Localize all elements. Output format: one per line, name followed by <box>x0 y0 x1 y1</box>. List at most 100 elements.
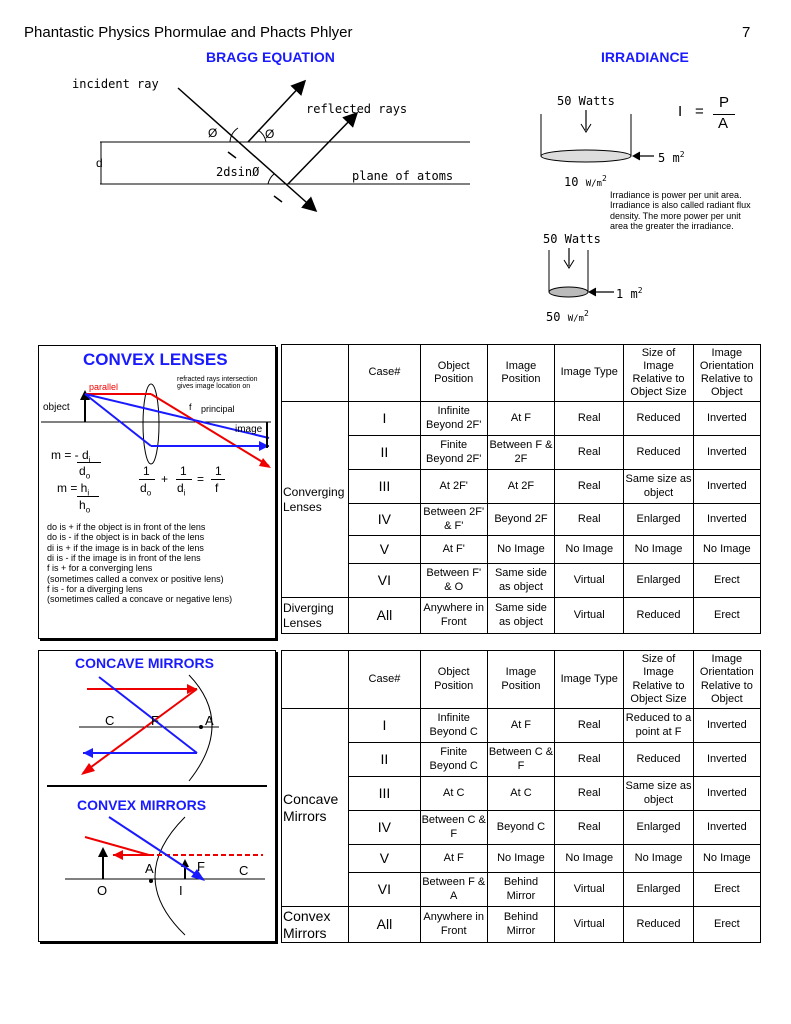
point-C: C <box>105 713 114 728</box>
case-cell: II <box>348 742 421 777</box>
table-row: IV Between C & F Beyond C Real Enlarged … <box>282 810 762 845</box>
formula-I: I <box>678 103 683 120</box>
table-cell: Beyond C <box>486 810 556 845</box>
mirrors-panel: CONCAVE MIRRORS C F A CONVEX MIRRORS O I… <box>38 650 276 942</box>
table-cell: No Image <box>486 844 556 873</box>
group-label: Diverging Lenses <box>280 597 350 634</box>
table-cell: Reduced <box>623 906 694 943</box>
note-line: f is - for a diverging lens <box>47 584 143 595</box>
cylinder-small <box>548 248 614 298</box>
plane-label: plane of atoms <box>352 169 453 183</box>
table-cell: Inverted <box>692 401 762 436</box>
table-cell: Real <box>554 810 625 845</box>
convex-lenses-panel: CONVEX LENSES parallel object f principa… <box>38 345 276 639</box>
table-cell: At F <box>486 401 556 436</box>
case-cell: V <box>348 844 421 873</box>
table-row: V At F No Image No Image No Image No Ima… <box>282 844 762 873</box>
table-cell: Inverted <box>692 810 762 845</box>
table-row: II Finite Beyond C Between C & F Real Re… <box>282 742 762 777</box>
f-label: f <box>189 402 192 412</box>
lens-table: Case# Object Position Image Position Ima… <box>280 344 762 634</box>
table-cell: Reduced <box>623 742 694 777</box>
table-row: Concave Mirrors I Infinite Beyond C At F… <box>280 708 762 907</box>
formula-A: A <box>718 115 729 132</box>
table-row: III At 2F' At 2F Real Same size as objec… <box>282 469 762 504</box>
bragg-diagram: incident ray reflected rays plane of ato… <box>72 77 470 212</box>
table-cell: Anywhere in Front <box>419 597 488 634</box>
point-C-convex: C <box>239 863 248 878</box>
table-cell: Reduced <box>623 401 694 436</box>
incident-label: incident ray <box>72 77 159 91</box>
page-header-title: Phantastic Physics Phormulae and Phacts … <box>24 24 353 41</box>
table-cell: Infinite Beyond 2F' <box>419 401 488 436</box>
table-cell: Virtual <box>554 906 625 943</box>
reflected-label: reflected rays <box>306 102 407 116</box>
header-cell: Object Position <box>419 344 488 402</box>
principal-label: principal <box>201 404 235 414</box>
case-cell: IV <box>348 503 421 536</box>
table-cell: Between F & 2F <box>486 435 556 470</box>
case-cell: II <box>348 435 421 470</box>
case-cell: VI <box>348 563 421 598</box>
d-label: d <box>96 156 103 170</box>
refracted-note: refracted rays intersection gives image … <box>177 376 258 391</box>
table-cell: Erect <box>692 597 762 634</box>
header-cell: Case# <box>348 650 421 709</box>
table-cell: Enlarged <box>623 503 694 536</box>
irradiance-title: IRRADIANCE <box>601 49 689 65</box>
table-cell: No Image <box>692 535 762 564</box>
table-cell: Same size as object <box>623 776 694 811</box>
lens-eq-di: di <box>177 481 186 498</box>
table-cell: At C <box>419 776 488 811</box>
table-cell: Reduced <box>623 435 694 470</box>
table-cell: Real <box>554 401 625 436</box>
lens-eq-f: f <box>215 481 219 495</box>
header-cell: Image Orientation Relative to Object <box>692 344 762 402</box>
group-label: Converging Lenses <box>280 401 350 598</box>
case-cell: IV <box>348 810 421 845</box>
object-label: object <box>43 402 70 413</box>
table-row: Converging Lenses I Infinite Beyond 2F' … <box>280 401 762 598</box>
table-cell: Erect <box>692 906 762 943</box>
convex-mirrors-title: CONVEX MIRRORS <box>77 797 207 813</box>
table-row: IV Between 2F' & F' Beyond 2F Real Enlar… <box>282 503 762 536</box>
image-label: image <box>235 424 263 435</box>
header-cell <box>280 650 350 709</box>
table-cell: Same side as object <box>486 563 556 598</box>
magnification-den-2: ho <box>79 498 91 515</box>
magnification-den-1: do <box>79 464 91 481</box>
table-cell: Behind Mirror <box>486 906 556 943</box>
convex-mirror-diagram: O I F C A <box>65 816 265 936</box>
table-cell: Inverted <box>692 742 762 777</box>
concave-mirror-diagram: C F A <box>79 674 219 782</box>
point-I: I <box>179 883 183 898</box>
table-cell: Reduced <box>623 597 694 634</box>
table-cell: Virtual <box>554 563 625 598</box>
table-cell: Anywhere in Front <box>419 906 488 943</box>
header-cell: Image Position <box>486 344 556 402</box>
bragg-title: BRAGG EQUATION <box>206 49 335 65</box>
note-line: (sometimes called a concave or negative … <box>47 594 233 605</box>
lens-eq-plus: + <box>161 472 169 486</box>
theta-right: Ø <box>265 127 274 141</box>
table-header-row: Case# Object Position Image Position Ima… <box>280 344 762 402</box>
note-line: di is - if the image is in front of the … <box>47 553 201 564</box>
path-label: 2dsinØ <box>216 165 260 179</box>
header-cell: Size of Image Relative to Object Size <box>623 650 694 709</box>
table-header-row: Case# Object Position Image Position Ima… <box>280 650 762 709</box>
formula-P: P <box>719 94 730 111</box>
lens-eq-do: do <box>140 481 152 498</box>
table-cell: Inverted <box>692 708 762 743</box>
case-cell: V <box>348 535 421 564</box>
lens-eq-num2: 1 <box>180 464 187 478</box>
table-cell: Between F & A <box>419 872 488 907</box>
convex-lens-diagram: parallel object f principal image <box>41 382 271 468</box>
table-row: V At F' No Image No Image No Image No Im… <box>282 535 762 564</box>
note-line: (sometimes called a convex or positive l… <box>47 573 224 584</box>
point-F-convex: F <box>197 859 205 874</box>
lens-eq-equals: = <box>197 472 205 486</box>
case-cell: All <box>348 597 421 634</box>
header-cell: Object Position <box>419 650 488 709</box>
table-cell: Infinite Beyond C <box>419 708 488 743</box>
mirror-table: Case# Object Position Image Position Ima… <box>280 650 762 943</box>
